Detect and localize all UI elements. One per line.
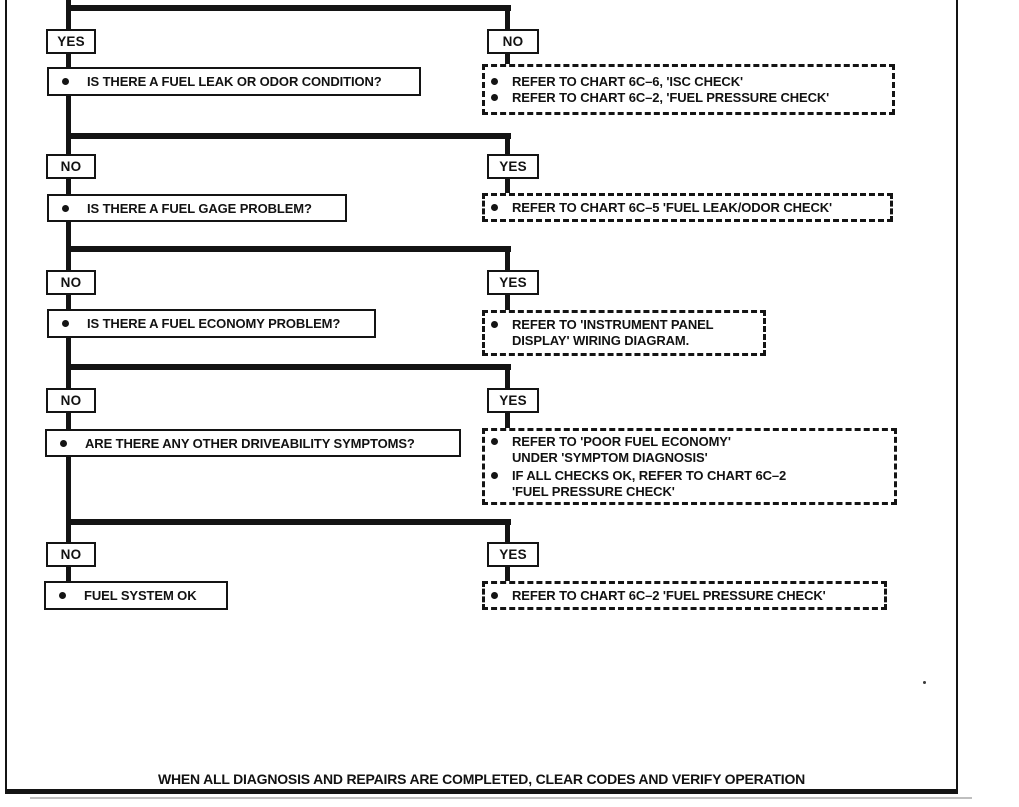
bullet-icon: [491, 591, 498, 599]
connector-stub: [505, 5, 510, 32]
bullet-icon: [491, 93, 498, 101]
bullet-icon: [60, 439, 67, 447]
action-item: REFER TO CHART 6C–5 'FUEL LEAK/ODOR CHEC…: [491, 200, 884, 216]
bullet-icon: [62, 78, 69, 85]
decision-box-right-5: YES: [487, 542, 539, 567]
bullet-icon: [491, 471, 498, 479]
branch-line-5: [66, 519, 511, 525]
action-text: REFER TO CHART 6C–5 'FUEL LEAK/ODOR CHEC…: [512, 199, 833, 215]
connector-stub: [505, 364, 510, 390]
connector-stub: [505, 133, 510, 156]
action-item: REFER TO CHART 6C–2, 'FUEL PRESSURE CHEC…: [491, 90, 886, 106]
question-box-1: IS THERE A FUEL LEAK OR ODOR CONDITION?: [47, 67, 421, 96]
decision-box-left-2: NO: [46, 154, 96, 179]
decision-label: NO: [60, 159, 82, 174]
action-box-2: REFER TO CHART 6C–5 'FUEL LEAK/ODOR CHEC…: [482, 193, 893, 222]
decision-box-left-5: NO: [46, 542, 96, 567]
decision-box-right-2: YES: [487, 154, 539, 179]
decision-label: YES: [499, 275, 527, 290]
action-box-5: REFER TO CHART 6C–2 'FUEL PRESSURE CHECK…: [482, 581, 887, 610]
question-box-3: IS THERE A FUEL ECONOMY PROBLEM?: [47, 309, 376, 338]
bullet-icon: [62, 320, 69, 327]
bullet-icon: [59, 592, 66, 599]
decision-box-left-1: YES: [46, 29, 96, 54]
bullet-icon: [62, 204, 69, 212]
connector-stub: [505, 54, 510, 66]
action-item: REFER TO 'POOR FUEL ECONOMY' UNDER 'SYMP…: [491, 434, 888, 466]
action-text: REFER TO 'INSTRUMENT PANEL DISPLAY' WIRI…: [512, 317, 714, 348]
question-box-4: ARE THERE ANY OTHER DRIVEABILITY SYMPTOM…: [45, 429, 461, 457]
connector-stub: [505, 566, 510, 583]
question-text: FUEL SYSTEM OK: [84, 588, 197, 603]
question-text: IS THERE A FUEL GAGE PROBLEM?: [87, 200, 312, 216]
action-item: REFER TO CHART 6C–6, 'ISC CHECK': [491, 74, 886, 90]
connector-stub: [505, 519, 510, 544]
action-text: IF ALL CHECKS OK, REFER TO CHART 6C–2 'F…: [512, 467, 787, 499]
scan-shadow-line: [30, 797, 972, 799]
decision-label: NO: [60, 275, 82, 290]
question-box-5: FUEL SYSTEM OK: [44, 581, 228, 610]
action-box-1: REFER TO CHART 6C–6, 'ISC CHECK' REFER T…: [482, 64, 895, 115]
decision-label: YES: [499, 159, 527, 174]
branch-line-1: [66, 5, 511, 11]
decision-box-right-4: YES: [487, 388, 539, 413]
bullet-icon: [491, 321, 498, 328]
action-text: REFER TO CHART 6C–2 'FUEL PRESSURE CHECK…: [512, 587, 826, 603]
action-text: REFER TO CHART 6C–6, 'ISC CHECK': [512, 73, 743, 89]
scan-artifact-dot: [923, 681, 926, 684]
decision-label: NO: [502, 34, 524, 49]
action-item: IF ALL CHECKS OK, REFER TO CHART 6C–2 'F…: [491, 468, 888, 500]
action-text: REFER TO 'POOR FUEL ECONOMY' UNDER 'SYMP…: [512, 433, 731, 465]
branch-line-3: [66, 246, 511, 252]
bullet-icon: [491, 77, 498, 85]
frame-right-border: [956, 0, 958, 793]
bullet-icon: [491, 437, 498, 445]
bullet-icon: [491, 203, 498, 211]
connector-stub: [505, 178, 510, 196]
decision-label: NO: [60, 547, 82, 562]
footer-note: WHEN ALL DIAGNOSIS AND REPAIRS ARE COMPL…: [157, 771, 806, 787]
branch-line-2: [66, 133, 511, 139]
question-box-2: IS THERE A FUEL GAGE PROBLEM?: [47, 194, 347, 222]
connector-stub: [505, 246, 510, 272]
action-item: REFER TO 'INSTRUMENT PANEL DISPLAY' WIRI…: [491, 317, 757, 349]
frame-bottom-border: [5, 789, 958, 794]
decision-box-left-4: NO: [46, 388, 96, 413]
action-box-3: REFER TO 'INSTRUMENT PANEL DISPLAY' WIRI…: [482, 310, 766, 356]
question-text: IS THERE A FUEL LEAK OR ODOR CONDITION?: [87, 74, 382, 89]
decision-label: YES: [499, 393, 527, 408]
decision-box-left-3: NO: [46, 270, 96, 295]
branch-line-4: [66, 364, 511, 370]
frame-left-border: [5, 0, 7, 793]
decision-label: YES: [57, 34, 85, 49]
connector-stub: [505, 412, 510, 430]
decision-box-right-3: YES: [487, 270, 539, 295]
decision-label: YES: [499, 547, 527, 562]
action-text: REFER TO CHART 6C–2, 'FUEL PRESSURE CHEC…: [512, 89, 830, 105]
decision-box-right-1: NO: [487, 29, 539, 54]
decision-label: NO: [60, 393, 82, 408]
question-text: ARE THERE ANY OTHER DRIVEABILITY SYMPTOM…: [85, 435, 415, 451]
action-box-4: REFER TO 'POOR FUEL ECONOMY' UNDER 'SYMP…: [482, 428, 897, 505]
question-text: IS THERE A FUEL ECONOMY PROBLEM?: [87, 316, 341, 331]
connector-stub: [505, 294, 510, 312]
action-item: REFER TO CHART 6C–2 'FUEL PRESSURE CHECK…: [491, 588, 878, 604]
